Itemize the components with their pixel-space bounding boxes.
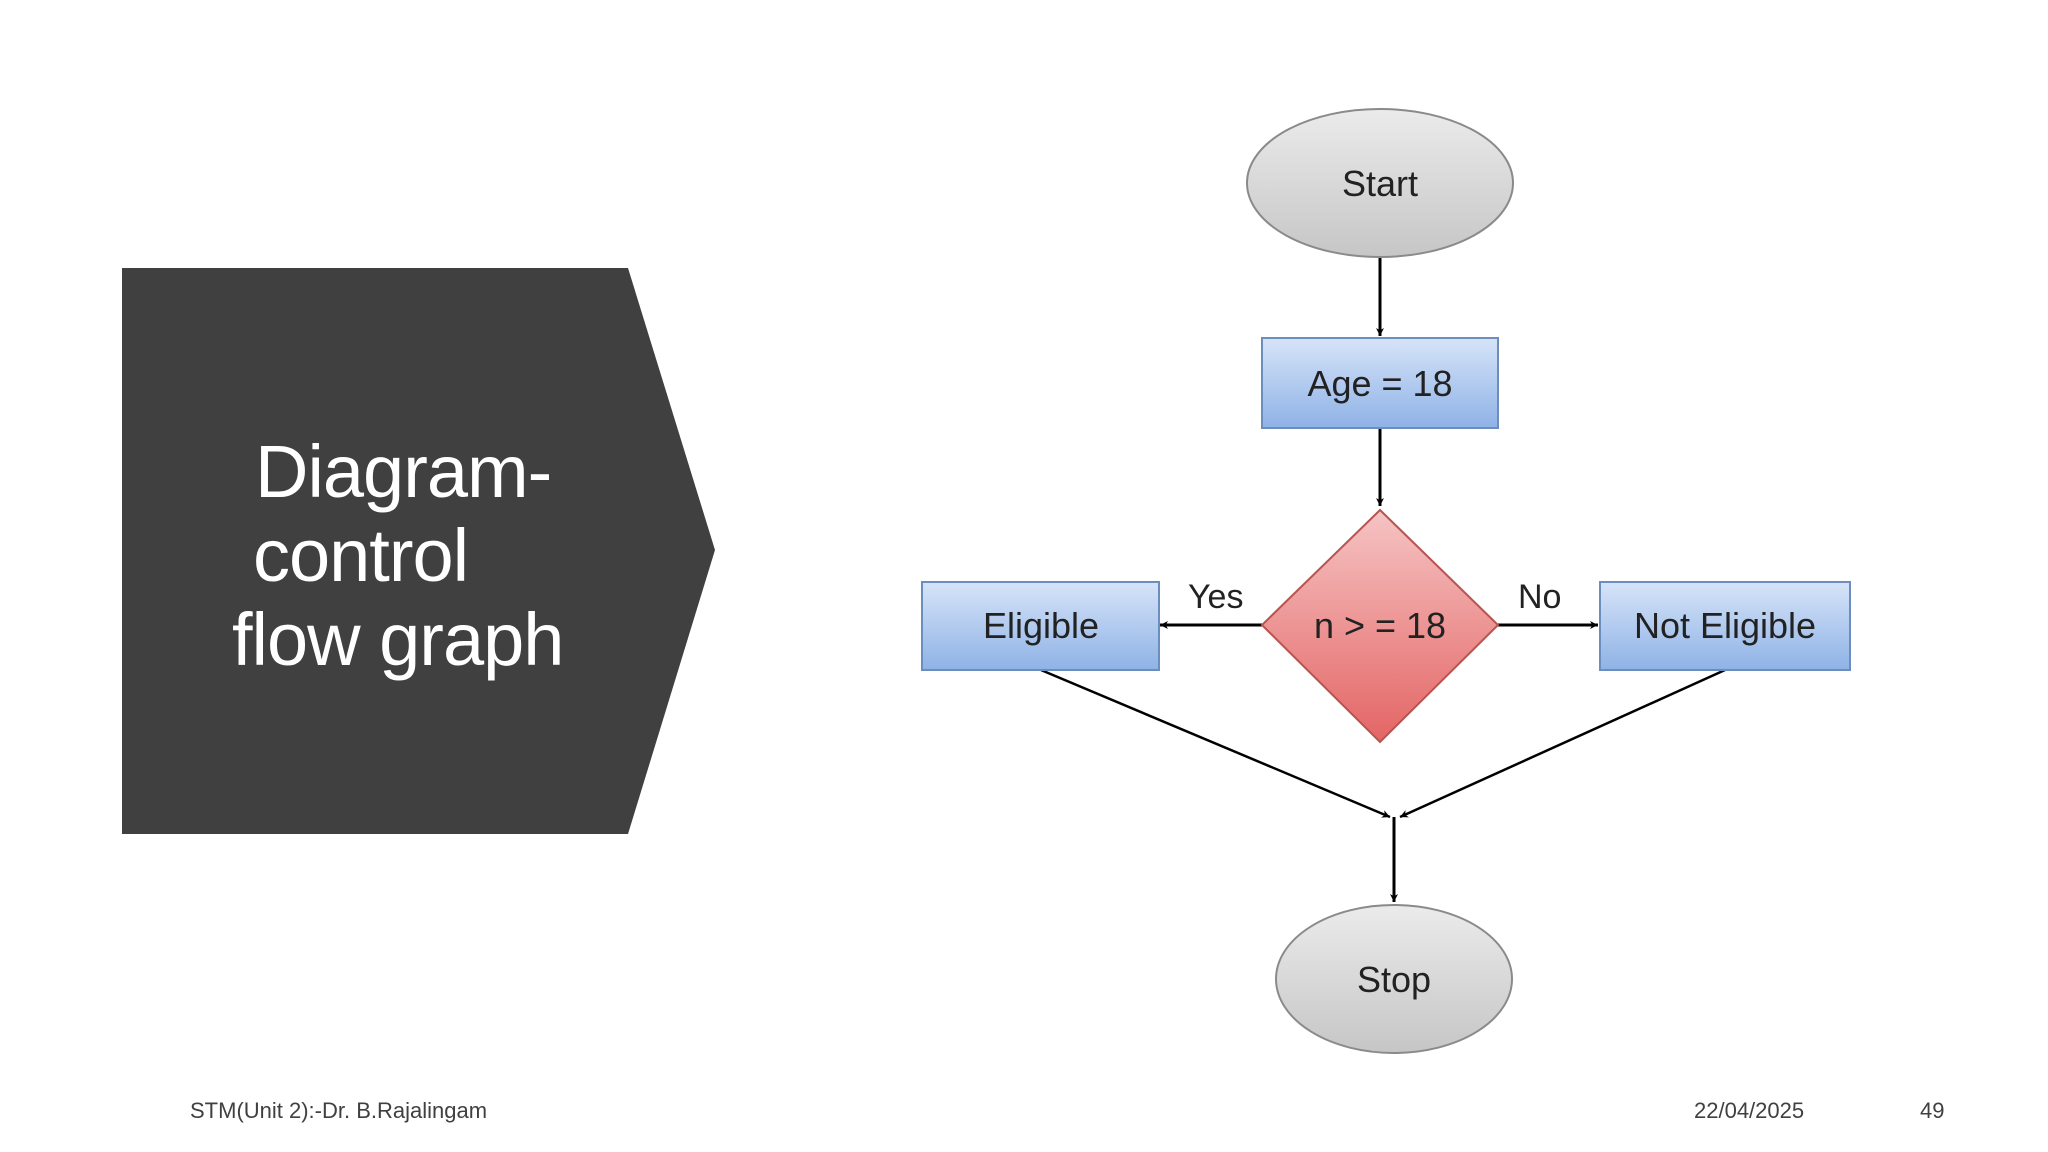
edge-not-eligible-to-merge — [1399, 668, 1726, 819]
edge-eligible-to-merge — [1040, 668, 1391, 819]
title-line-1: Diagram- — [255, 430, 552, 513]
footer-author: STM(Unit 2):-Dr. B.Rajalingam — [190, 1098, 488, 1123]
eligible-label: Eligible — [983, 605, 1099, 646]
footer-date: 22/04/2025 — [1694, 1098, 1805, 1123]
yes-edge-label: Yes — [1188, 578, 1243, 616]
assign-node — [1261, 337, 1499, 429]
title-line-3: flow graph — [232, 598, 564, 681]
title-line-2: control — [253, 514, 469, 597]
footer-page-number: 49 — [1920, 1098, 1945, 1123]
decision-node — [1260, 508, 1500, 744]
start-node — [1246, 108, 1514, 258]
not-eligible-label: Not Eligible — [1634, 605, 1816, 646]
slide-title: Diagram- control flow graph — [175, 430, 595, 682]
stop-label: Stop — [1357, 959, 1431, 1000]
stop-node — [1275, 904, 1513, 1054]
no-edge-label: No — [1518, 578, 1561, 616]
start-label: Start — [1342, 163, 1418, 204]
assign-label: Age = 18 — [1307, 363, 1452, 404]
not-eligible-node — [1599, 581, 1851, 671]
eligible-node — [921, 581, 1160, 671]
decision-label: n > = 18 — [1314, 605, 1446, 646]
